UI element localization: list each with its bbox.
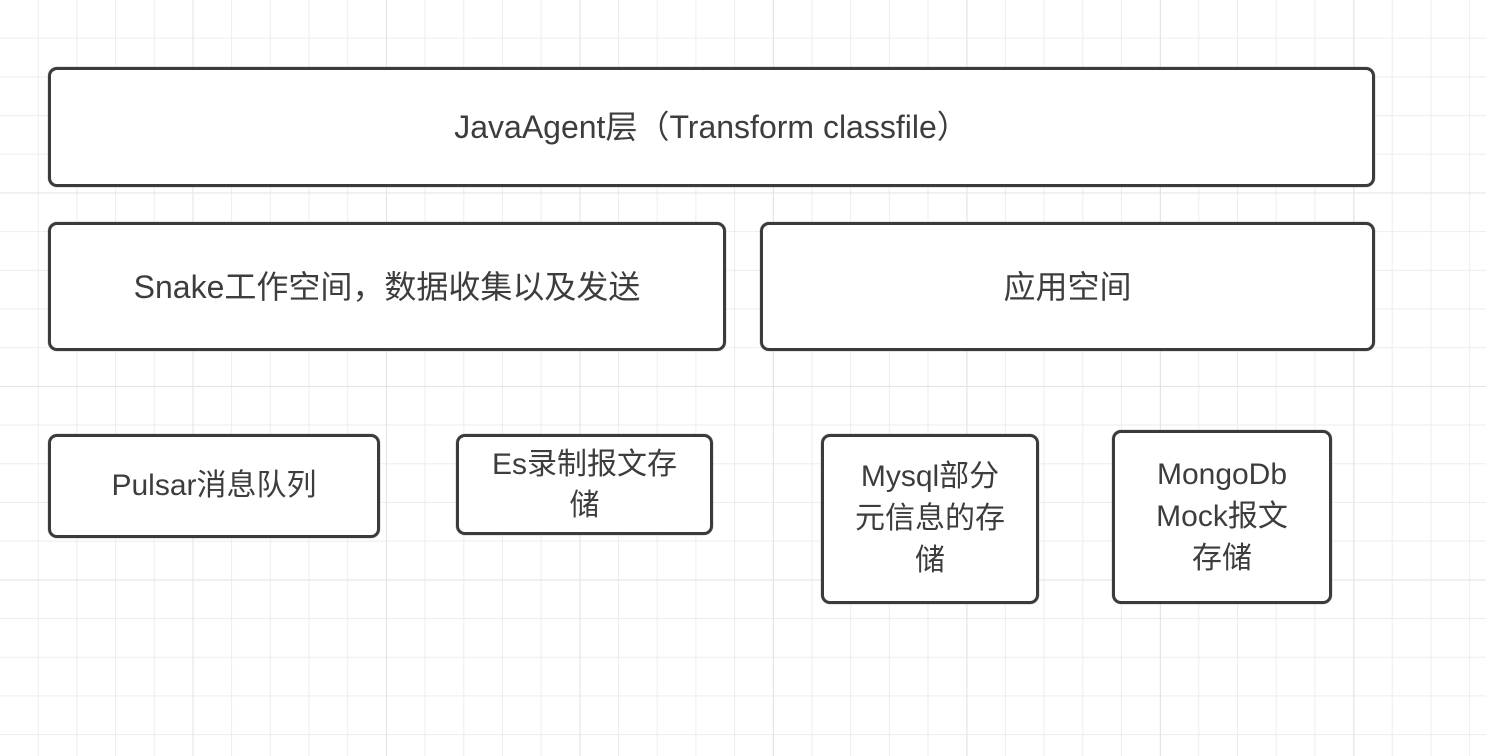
node-mysql-storage[interactable]: Mysql部分 元信息的存 储 <box>821 434 1039 604</box>
node-snake-workspace-label: Snake工作空间，数据收集以及发送 <box>133 268 641 305</box>
node-es-storage-label: Es录制报文存 储 <box>491 447 677 522</box>
node-application-space-label: 应用空间 <box>1003 268 1132 305</box>
node-mongodb-storage-label: MongoDb Mock报文 存储 <box>1156 458 1288 575</box>
node-javaagent-layer-label: JavaAgent层（Transform classfile） <box>454 109 969 145</box>
node-es-storage[interactable]: Es录制报文存 储 <box>456 434 713 535</box>
node-mongodb-storage[interactable]: MongoDb Mock报文 存储 <box>1112 430 1332 604</box>
node-mysql-storage-label: Mysql部分 元信息的存 储 <box>855 460 1005 577</box>
node-pulsar-message-queue[interactable]: Pulsar消息队列 <box>48 434 380 538</box>
node-snake-workspace[interactable]: Snake工作空间，数据收集以及发送 <box>48 222 726 351</box>
node-javaagent-layer[interactable]: JavaAgent层（Transform classfile） <box>48 67 1375 187</box>
node-application-space[interactable]: 应用空间 <box>760 222 1375 351</box>
node-pulsar-message-queue-label: Pulsar消息队列 <box>111 469 317 502</box>
